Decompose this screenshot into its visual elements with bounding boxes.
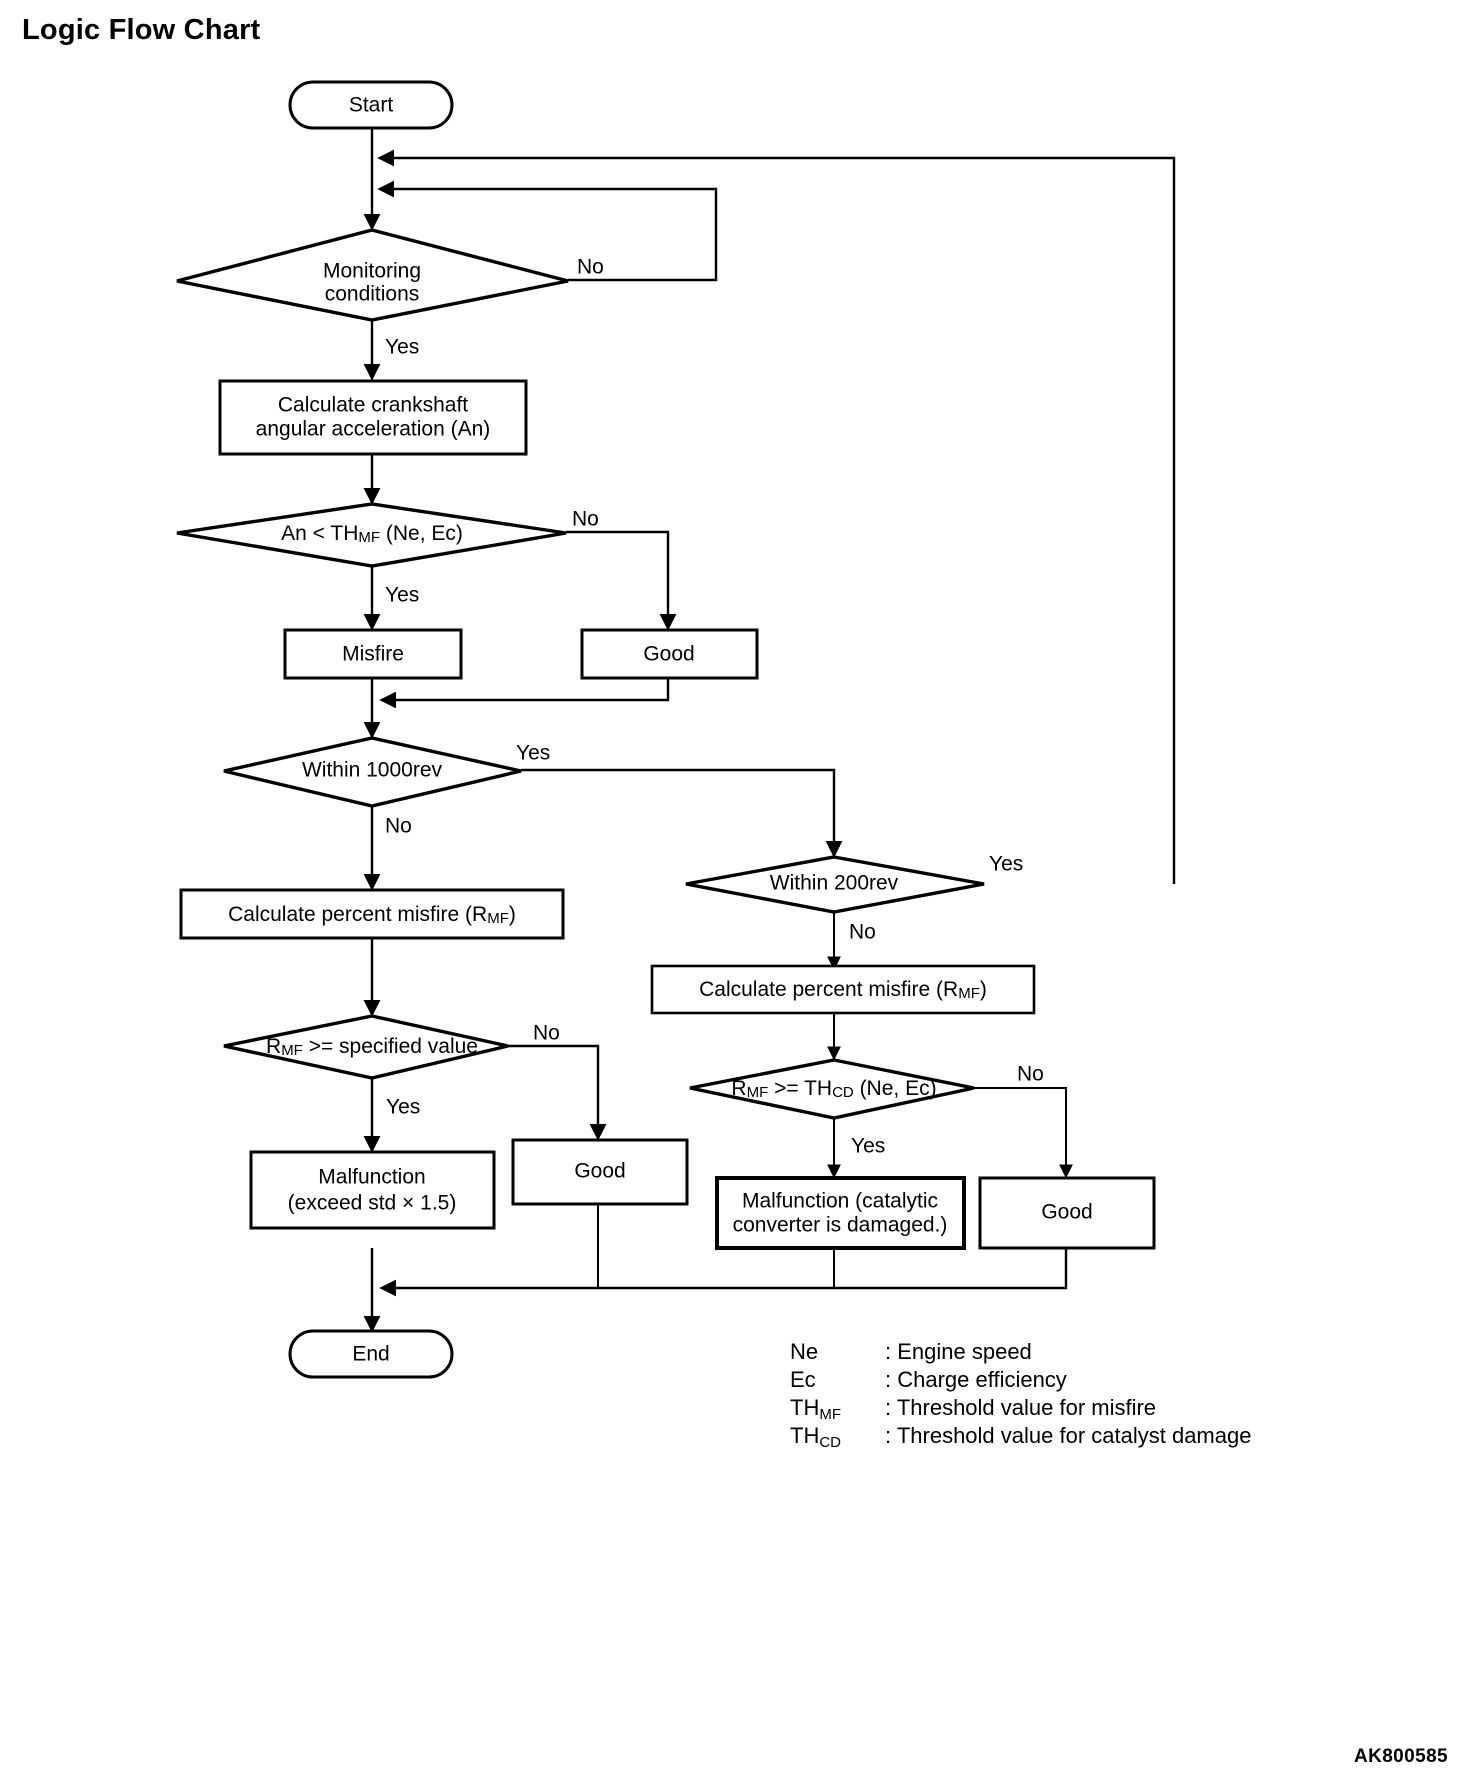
node-calc-crankshaft-line2: angular acceleration (An) <box>256 418 491 441</box>
calc-pct-left-post: ) <box>509 903 516 926</box>
edge-within1000-yes <box>521 768 843 858</box>
legend-key-2: THMF <box>790 1395 841 1423</box>
node-malf-cat-line2: converter is damaged.) <box>733 1214 948 1237</box>
node-misfire[interactable]: Misfire <box>283 628 463 680</box>
node-malf-std-line1: Malfunction <box>318 1166 425 1189</box>
node-an-threshold-label: An < THMF (Ne, Ec) <box>281 522 463 546</box>
node-good-3[interactable]: Good <box>978 1176 1156 1250</box>
rmf-spec-post: >= specified value <box>303 1035 478 1058</box>
edge-label-rmfthcd-no: No <box>1017 1063 1044 1086</box>
node-good-3-label: Good <box>1041 1201 1092 1224</box>
node-good-1[interactable]: Good <box>580 628 759 680</box>
edge-label-anth-yes: Yes <box>385 584 419 607</box>
node-calculate-percent-misfire-right[interactable]: Calculate percent misfire (RMF) <box>650 964 1036 1015</box>
legend-key-0: Ne <box>790 1339 818 1364</box>
legend-key-1: Ec <box>790 1367 816 1392</box>
node-within-200rev-label: Within 200rev <box>770 872 899 895</box>
node-monitoring-label-line1: Monitoring <box>323 260 421 283</box>
legend-value-0: : Engine speed <box>885 1339 1032 1364</box>
node-calculate-crankshaft[interactable]: Calculate crankshaft angular acceleratio… <box>218 379 528 456</box>
edge-label-monitoring-no: No <box>577 256 604 279</box>
node-end-label: End <box>352 1343 389 1366</box>
node-calculate-percent-misfire-left[interactable]: Calculate percent misfire (RMF) <box>179 888 565 940</box>
edge-label-rmfthcd-yes: Yes <box>851 1135 885 1158</box>
edge-within200-yes-feedback <box>377 149 1176 884</box>
node-calc-crankshaft-line1: Calculate crankshaft <box>278 394 468 417</box>
node-start-label: Start <box>349 94 394 117</box>
edge-bottom-merge-rail <box>379 1248 1068 1297</box>
calc-pct-right-post: ) <box>980 978 987 1001</box>
edge-anth-no <box>566 530 677 631</box>
node-rmf-thcd-label: RMF >= THCD (Ne, Ec) <box>731 1077 936 1101</box>
node-good-1-label: Good <box>643 643 694 666</box>
an-threshold-sub: MF <box>358 529 380 546</box>
rmf-thcd-sub2: CD <box>832 1084 854 1101</box>
legend-value-3: : Threshold value for catalyst damage <box>885 1423 1251 1448</box>
an-threshold-pre: An < TH <box>281 522 358 545</box>
edge-rmfspec-no <box>508 1044 607 1141</box>
node-rmf-ge-thcd[interactable]: RMF >= THCD (Ne, Ec) <box>689 1058 975 1120</box>
rmf-thcd-pre: R <box>731 1077 746 1100</box>
node-within-1000rev-label: Within 1000rev <box>302 759 443 782</box>
calc-pct-right-sub: MF <box>958 985 980 1002</box>
rmf-thcd-sub: MF <box>747 1084 769 1101</box>
an-threshold-post: (Ne, Ec) <box>380 522 463 545</box>
node-malfunction-exceed-std[interactable]: Malfunction (exceed std × 1.5) <box>249 1150 496 1230</box>
edge-label-rmfspec-yes: Yes <box>386 1096 420 1119</box>
node-end[interactable]: End <box>288 1329 454 1379</box>
node-good-2-label: Good <box>574 1160 625 1183</box>
node-good-2[interactable]: Good <box>511 1138 689 1206</box>
node-rmf-spec-label: RMF >= specified value <box>266 1035 478 1059</box>
edge-good1-merge <box>379 678 670 709</box>
node-within-200rev[interactable]: Within 200rev <box>685 855 985 914</box>
node-malf-std-line2: (exceed std × 1.5) <box>288 1192 457 1215</box>
edge-label-within1000-yes: Yes <box>516 742 550 765</box>
legend-key-3: THCD <box>790 1423 841 1451</box>
node-malf-cat-line1: Malfunction (catalytic <box>742 1190 938 1213</box>
node-monitoring-conditions[interactable]: Monitoring conditions <box>176 228 569 322</box>
edge-monitoring-no-loop <box>377 180 718 282</box>
node-rmf-ge-specified[interactable]: RMF >= specified value <box>223 1014 509 1080</box>
legend-value-2: : Threshold value for misfire <box>885 1395 1156 1420</box>
flow-connectors <box>363 126 1176 1333</box>
rmf-spec-pre: R <box>266 1035 281 1058</box>
edge-label-within200-no: No <box>849 921 876 944</box>
node-start[interactable]: Start <box>288 80 454 130</box>
edge-label-rmfspec-no: No <box>533 1022 560 1045</box>
edge-label-within1000-no: No <box>385 815 412 838</box>
edge-label-within200-yes: Yes <box>989 853 1023 876</box>
figure-code: AK800585 <box>1353 1746 1448 1767</box>
node-monitoring-label-line2: conditions <box>325 283 420 306</box>
page-title: Logic Flow Chart <box>22 14 261 46</box>
rmf-thcd-post: (Ne, Ec) <box>854 1077 937 1100</box>
edge-rmfthcd-no <box>974 1087 1073 1179</box>
rmf-thcd-mid: >= TH <box>768 1077 832 1100</box>
edge-labels: No Yes No Yes Yes No Yes No No Yes No Ye… <box>385 256 1044 1158</box>
legend-value-1: : Charge efficiency <box>885 1367 1067 1392</box>
calc-pct-left-pre: Calculate percent misfire (R <box>228 903 487 926</box>
node-within-1000rev[interactable]: Within 1000rev <box>223 736 522 808</box>
node-malfunction-catalytic[interactable]: Malfunction (catalytic converter is dama… <box>715 1176 966 1250</box>
calc-pct-left-sub: MF <box>487 910 509 927</box>
rmf-spec-sub: MF <box>281 1042 303 1059</box>
edge-label-monitoring-yes: Yes <box>385 336 419 359</box>
node-calc-pct-left-label: Calculate percent misfire (RMF) <box>228 903 516 927</box>
edge-label-anth-no: No <box>572 508 599 531</box>
node-an-lt-threshold[interactable]: An < THMF (Ne, Ec) <box>176 502 567 568</box>
legend: Ne : Engine speed Ec : Charge efficiency… <box>790 1339 1251 1451</box>
node-calc-pct-right-label: Calculate percent misfire (RMF) <box>699 978 987 1002</box>
node-misfire-label: Misfire <box>342 643 404 666</box>
calc-pct-right-pre: Calculate percent misfire (R <box>699 978 958 1001</box>
